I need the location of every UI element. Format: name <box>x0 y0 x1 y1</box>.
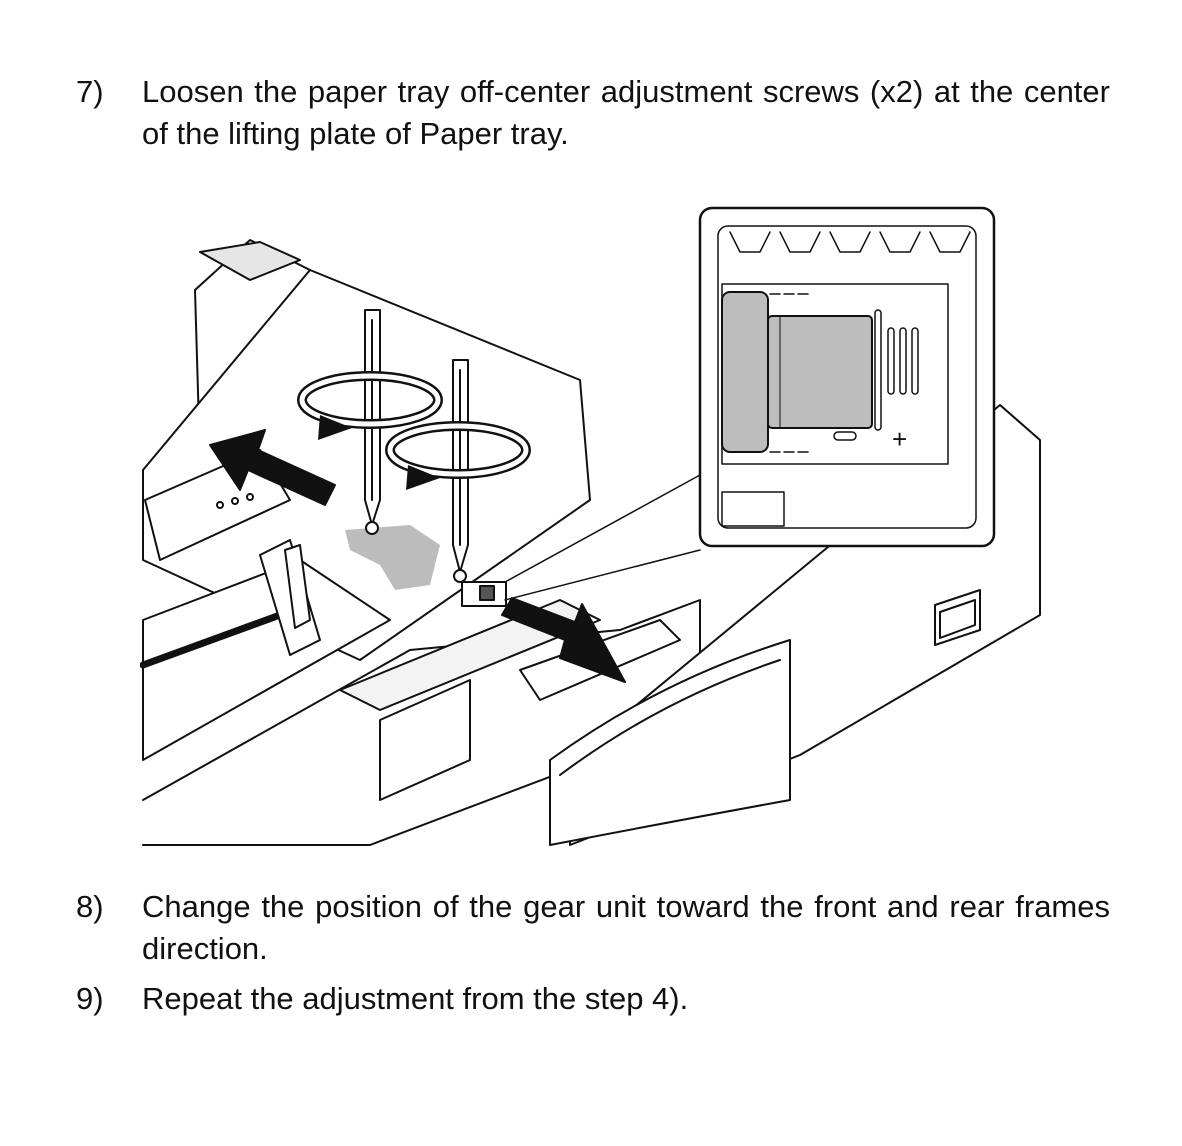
step-number: 7) <box>76 74 104 109</box>
arrow-rear-icon <box>209 429 336 506</box>
step-text: Repeat the adjustment from the step 4). <box>142 981 689 1016</box>
plus-mark: + <box>892 424 907 454</box>
step-text: Loosen the paper tray off-center adjustm… <box>142 74 1110 151</box>
screwdriver-right <box>452 359 469 583</box>
tray-body <box>140 239 701 846</box>
step-7: 7) Loosen the paper tray off-center adju… <box>76 71 1110 155</box>
lifting-plate-highlight <box>345 525 440 590</box>
screwdriver-left <box>364 309 381 535</box>
screw-right <box>453 569 467 583</box>
step-8: 8) Change the position of the gear unit … <box>76 886 1110 970</box>
rotation-arrow-left-icon <box>297 371 443 440</box>
detail-inset: + <box>698 206 996 548</box>
screw-left <box>365 521 379 535</box>
step-text: Change the position of the gear unit tow… <box>142 889 1110 966</box>
step-9: 9) Repeat the adjustment from the step 4… <box>76 978 1110 1020</box>
rotation-arrow-right-icon <box>385 421 531 490</box>
arrow-front-icon <box>501 597 626 683</box>
step-number: 9) <box>76 981 104 1016</box>
step-number: 8) <box>76 889 104 924</box>
paper-tray-illustration: + <box>140 206 1041 846</box>
gear-unit-marker <box>461 581 507 607</box>
